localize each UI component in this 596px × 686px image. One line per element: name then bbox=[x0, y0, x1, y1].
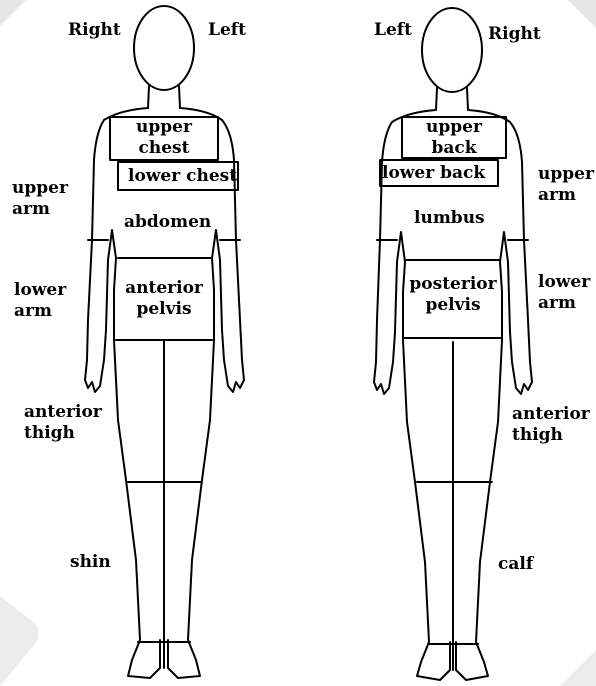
back-side-left-label: Left bbox=[374, 20, 412, 41]
back-upper-back-label: upper back bbox=[414, 117, 494, 159]
front-anterior-pelvis-label: anterior pelvis bbox=[118, 278, 210, 320]
front-upper-chest-line2: chest bbox=[124, 138, 204, 159]
front-lower-chest-label: lower chest bbox=[128, 166, 237, 187]
front-lower-arm-label: lower arm bbox=[14, 280, 66, 322]
front-lower-arm-line2: arm bbox=[14, 301, 66, 322]
back-lower-arm-line1: lower bbox=[538, 272, 590, 293]
front-outline-right bbox=[168, 108, 244, 678]
front-anterior-pelvis-line2: pelvis bbox=[118, 299, 210, 320]
front-anterior-thigh-line1: anterior bbox=[24, 402, 102, 423]
front-anterior-thigh-label: anterior thigh bbox=[24, 402, 102, 444]
front-upper-arm-line1: upper bbox=[12, 178, 68, 199]
front-lower-arm-line1: lower bbox=[14, 280, 66, 301]
back-lower-arm-line2: arm bbox=[538, 293, 590, 314]
back-posterior-pelvis-line2: pelvis bbox=[404, 295, 502, 316]
back-side-right-label: Right bbox=[488, 24, 541, 45]
front-outline-left bbox=[85, 108, 160, 678]
front-figure bbox=[85, 6, 244, 678]
front-side-right-label: Right bbox=[68, 20, 121, 41]
front-abdomen-label: abdomen bbox=[124, 212, 211, 233]
back-anterior-thigh-label: anterior thigh bbox=[512, 404, 590, 446]
front-upper-arm-line2: arm bbox=[12, 199, 68, 220]
back-lumbus-label: lumbus bbox=[414, 208, 485, 229]
front-anterior-pelvis-line1: anterior bbox=[118, 278, 210, 299]
back-anterior-thigh-line2: thigh bbox=[512, 425, 590, 446]
back-upper-back-line1: upper bbox=[414, 117, 494, 138]
back-lower-back-label: lower back bbox=[382, 163, 485, 184]
back-posterior-pelvis-label: posterior pelvis bbox=[404, 274, 502, 316]
back-upper-arm-label: upper arm bbox=[538, 164, 594, 206]
back-anterior-thigh-line1: anterior bbox=[512, 404, 590, 425]
front-head bbox=[134, 6, 194, 90]
front-upper-arm-label: upper arm bbox=[12, 178, 68, 220]
back-figure bbox=[374, 8, 532, 680]
back-lower-arm-label: lower arm bbox=[538, 272, 590, 314]
front-upper-chest-line1: upper bbox=[124, 117, 204, 138]
back-outline-right bbox=[456, 110, 532, 680]
back-posterior-pelvis-line1: posterior bbox=[404, 274, 502, 295]
front-anterior-thigh-line2: thigh bbox=[24, 423, 102, 444]
back-outline-left bbox=[374, 110, 450, 680]
front-shin-label: shin bbox=[70, 552, 111, 573]
back-upper-back-line2: back bbox=[414, 138, 494, 159]
front-upper-chest-label: upper chest bbox=[124, 117, 204, 159]
front-side-left-label: Left bbox=[208, 20, 246, 41]
back-head bbox=[422, 8, 482, 92]
back-upper-arm-line1: upper bbox=[538, 164, 594, 185]
back-calf-label: calf bbox=[498, 554, 533, 575]
back-upper-arm-line2: arm bbox=[538, 185, 594, 206]
